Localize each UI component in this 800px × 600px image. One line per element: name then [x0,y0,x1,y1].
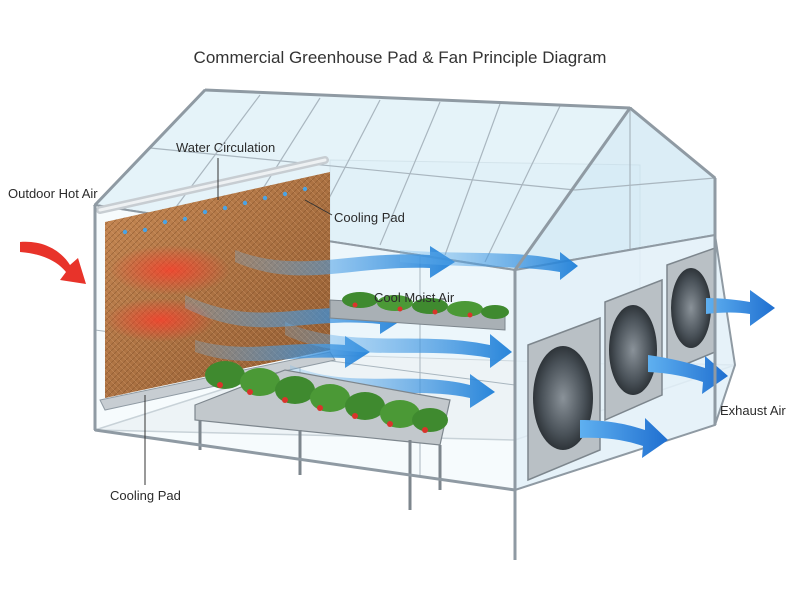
cool-air-arrow [400,250,578,280]
hot-air-arrow [20,241,86,284]
cool-air-arrow [195,336,370,368]
label-outdoor-hot-air: Outdoor Hot Air [8,186,98,201]
exhaust-fans [527,246,716,482]
cool-air-arrow [185,295,405,334]
exhaust-arrow [580,418,668,458]
cool-air-arrows [185,246,578,408]
label-water-circulation: Water Circulation [176,140,276,155]
tomatoes-back [352,302,473,318]
exhaust-air-arrows [580,290,775,458]
label-exhaust-air: Exhaust Air [720,403,786,418]
exhaust-arrow [706,290,775,326]
label-cool-moist-air: Cool Moist Air [374,290,455,305]
fan-icon [533,346,593,450]
fan-icon [671,268,711,348]
diagram-title: Commercial Greenhouse Pad & Fan Principl… [193,48,607,67]
water-pipe-highlight [98,158,327,212]
exhaust-arrow [648,355,728,394]
cool-air-arrow [290,365,495,408]
hot-air-glow [110,245,230,295]
cool-air-arrow [235,246,455,278]
water-drops [122,186,308,235]
label-cooling-pad-bottom: Cooling Pad [110,488,181,503]
fan-icon [609,305,657,395]
tomatoes-front [217,382,428,433]
leader-lines [144,158,333,485]
plants-back-row [342,292,509,319]
label-cooling-pad-top: Cooling Pad [334,210,405,225]
cool-air-arrow [285,322,512,368]
frame-posts [93,88,717,560]
